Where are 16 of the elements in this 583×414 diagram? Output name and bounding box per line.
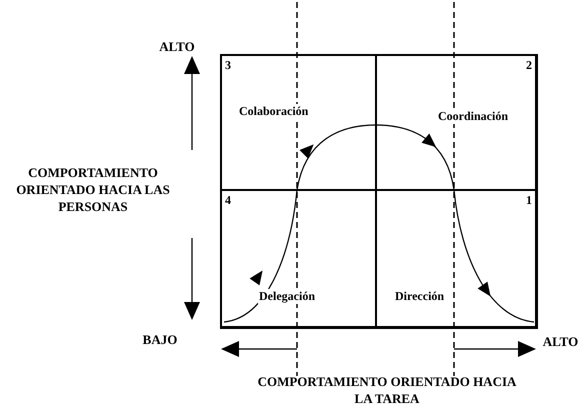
quadrant-number: 3	[225, 59, 231, 71]
quadrant-number: 1	[526, 194, 532, 206]
style-label: Colaboración	[238, 104, 310, 119]
axis-label: COMPORTAMIENTO ORIENTADO HACIA LAS PERSONAS	[15, 164, 171, 215]
axis-label: ALTO	[158, 38, 196, 55]
quadrant	[376, 190, 536, 327]
axis-label: ALTO	[542, 333, 580, 350]
style-label: Coordinación	[437, 109, 510, 124]
quadrant	[376, 55, 536, 190]
style-label: Delegación	[258, 289, 316, 304]
axis-label: COMPORTAMIENTO ORIENTADO HACIA LA TAREA	[256, 373, 518, 407]
quadrant	[221, 55, 376, 190]
quadrant-number: 2	[526, 59, 532, 71]
axis-label: BAJO	[142, 331, 178, 348]
quadrant-number: 4	[225, 194, 231, 206]
quadrant	[221, 190, 376, 327]
